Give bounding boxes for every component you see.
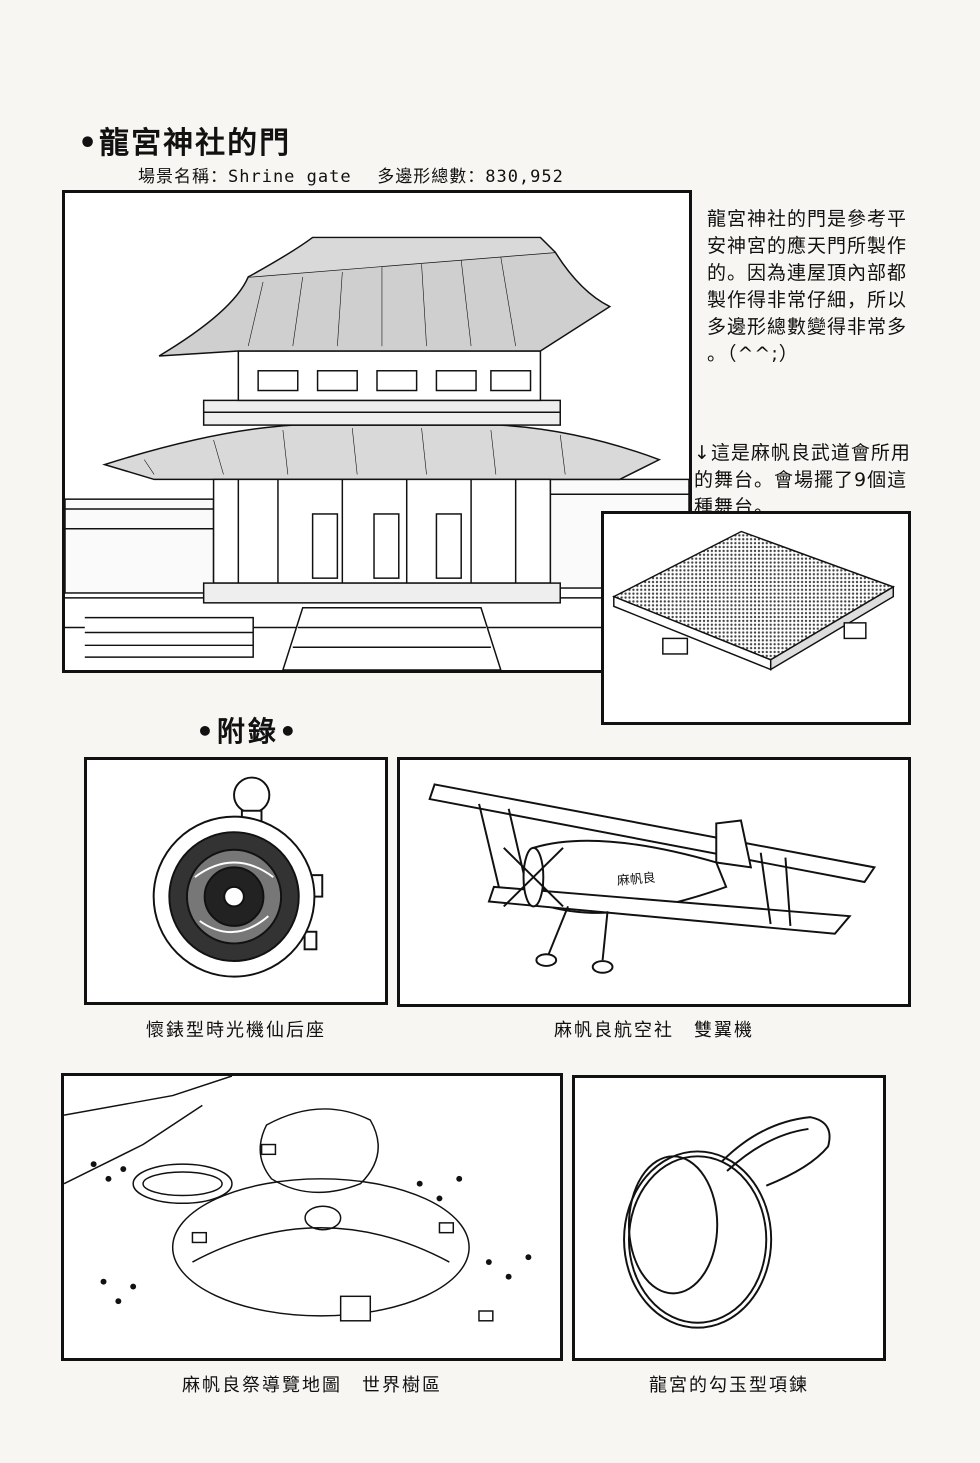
map-caption: 麻帆良祭導覽地圖 世界樹區 <box>182 1375 442 1396</box>
biplane-caption: 麻帆良航空社 雙翼機 <box>554 1020 754 1041</box>
appendix-title: •附錄• <box>196 715 300 748</box>
stage-illustration <box>601 511 911 725</box>
map-illustration <box>61 1073 563 1361</box>
scene-info: 場景名稱：Shrine gate 多邊形總數：830,952 <box>138 162 564 187</box>
polygon-label: 多邊形總數： <box>377 167 486 187</box>
biplane-lettering: 麻帆良 <box>616 870 656 889</box>
pocket-watch-illustration <box>84 757 388 1005</box>
polygon-count: 830,952 <box>485 167 564 187</box>
pocket-watch-caption: 懷錶型時光機仙后座 <box>146 1020 326 1041</box>
necklace-caption: 龍宮的勾玉型項鍊 <box>649 1375 809 1396</box>
page-title: •龍宮神社的門 <box>78 126 292 161</box>
biplane-illustration: 麻帆良 <box>397 757 911 1007</box>
shrine-gate-illustration <box>62 190 692 673</box>
scene-label: 場景名稱： <box>138 167 228 187</box>
stage-description: ↓這是麻帆良武道會所用 的舞台。會場擺了9個這 種舞台。 <box>694 442 911 518</box>
scene-name: Shrine gate <box>228 167 352 187</box>
necklace-illustration <box>572 1075 886 1361</box>
gate-description: 龍宮神社的門是參考平 安神宮的應天門所製作 的。因為連屋頂內部都 製作得非常仔細… <box>707 208 908 365</box>
